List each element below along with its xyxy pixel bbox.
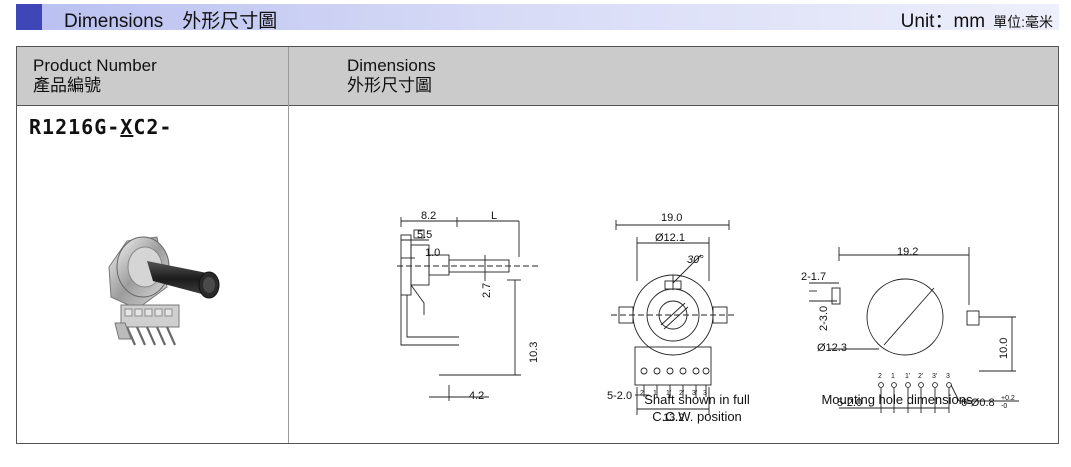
side-dim-5-5: 5.5	[417, 229, 432, 241]
dimension-drawings: 8.2 L 5.5 1.0 2.7 10.3 4.2 19.0 Ø12.1 30…	[397, 210, 1019, 424]
side-dim-l: L	[491, 210, 497, 222]
mounting-view-caption: Mounting hole dimensions	[821, 392, 973, 407]
mount-pin-4: 2'	[918, 373, 923, 380]
front-pin-6: 3	[703, 390, 707, 397]
side-dim-4-2: 4.2	[469, 390, 484, 402]
mount-dim-5-2-0: 5-2.0	[837, 397, 862, 409]
front-dim-30-deg: 30°	[687, 254, 704, 266]
front-view-caption-line2: C.C.W. position	[652, 409, 742, 424]
mount-dim-2-1-7: 2-1.7	[801, 271, 826, 283]
front-pin-2: 1	[653, 390, 657, 397]
section-banner: Dimensions 外形尺寸圖 Unit：mm 單位:毫米	[16, 4, 1059, 33]
mount-dim-10-0: 10.0	[998, 338, 1010, 359]
column-divider	[288, 47, 289, 443]
product-number-header: Product Number 產品編號	[33, 56, 157, 96]
front-dim-19-0: 19.0	[661, 212, 682, 224]
front-dim-12-1: Ø12.1	[655, 232, 685, 244]
mounting-view-drawing	[809, 247, 1019, 413]
dimensions-header-en: Dimensions	[347, 56, 436, 75]
mount-pin-3: 1'	[905, 373, 910, 380]
mount-pin-6: 3	[946, 373, 950, 380]
unit-en: Unit：mm	[900, 11, 986, 32]
front-view-caption-line1: Shaft shown in full	[644, 392, 750, 407]
product-number-prefix: R1216G-	[29, 115, 121, 139]
product-number-variant: X	[120, 115, 134, 139]
dimensions-header: Dimensions 外形尺寸圖	[347, 56, 436, 96]
front-pin-3: 1'	[666, 390, 671, 397]
mount-dim-6-holes: 6-Ø0.8	[961, 397, 995, 409]
product-number-suffix: C2-	[133, 115, 173, 139]
mount-pin-5: 3'	[932, 373, 937, 380]
table-header-row: Product Number 產品編號 Dimensions 外形尺寸圖	[17, 47, 1058, 106]
mount-dim-2-3-0: 2-3.0	[818, 306, 830, 331]
side-dim-8-2: 8.2	[421, 210, 436, 222]
front-view-drawing	[611, 220, 735, 415]
mount-tol-upper: +0.2	[1001, 395, 1015, 402]
unit-label: Unit：mm 單位:毫米	[901, 6, 1053, 33]
side-dim-2-7: 2.7	[481, 283, 493, 298]
unit-cn: 單位:毫米	[993, 14, 1053, 30]
product-number-header-en: Product Number	[33, 56, 157, 75]
front-dim-5-2-0: 5-2.0	[607, 390, 632, 402]
product-number-header-cn: 產品編號	[33, 76, 101, 95]
front-dim-13-2: 13.2	[663, 412, 684, 424]
mount-dim-19-2: 19.2	[897, 246, 918, 258]
mount-pin-2: 1	[891, 373, 895, 380]
mount-pin-1: 2	[878, 373, 882, 380]
mount-tol-lower: -0	[1001, 403, 1007, 410]
side-view-drawing	[397, 217, 539, 401]
dimensions-table: Product Number 產品編號 Dimensions 外形尺寸圖 R12…	[16, 46, 1059, 444]
front-pin-5: 3'	[692, 390, 697, 397]
front-view-caption: Shaft shown in full C.C.W. position	[622, 391, 772, 425]
side-dim-10-3: 10.3	[528, 342, 540, 363]
front-pin-1: 2	[640, 390, 644, 397]
side-dim-1-0: 1.0	[425, 247, 440, 259]
mount-dim-12-3: Ø12.3	[817, 342, 847, 354]
section-title: Dimensions 外形尺寸圖	[64, 11, 278, 32]
dimensions-header-cn: 外形尺寸圖	[347, 76, 432, 95]
banner-accent-block	[16, 4, 42, 30]
product-number: R1216G-XC2-	[29, 115, 172, 139]
front-pin-4: 2'	[679, 390, 684, 397]
potentiometer-photo	[108, 236, 220, 346]
